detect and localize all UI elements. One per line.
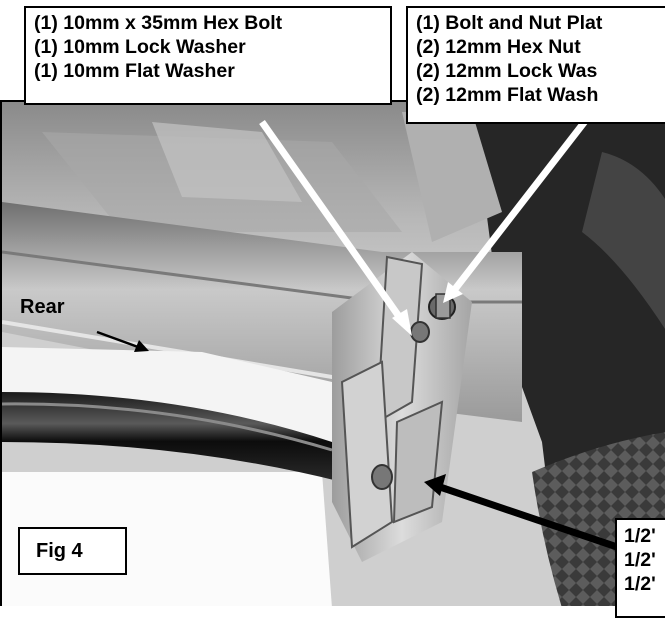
callout-line: (1) 10mm x 35mm Hex Bolt <box>34 12 283 34</box>
black-arrow <box>438 483 622 552</box>
white-arrow-right-head <box>443 282 463 303</box>
callout-line: (1) Bolt and Nut Plat <box>416 12 603 34</box>
callout-line: 1/2' <box>624 525 656 547</box>
callout-nut-plate-hardware: (1) Bolt and Nut Plat (2) 12mm Hex Nut (… <box>406 6 665 124</box>
callout-bolt-hardware: (1) 10mm x 35mm Hex Bolt (1) 10mm Lock W… <box>24 6 392 105</box>
callout-line: 1/2' <box>624 573 656 595</box>
figure-label: Fig 4 <box>18 527 127 575</box>
callout-line: (1) 10mm Lock Washer <box>34 36 246 58</box>
rear-direction-arrow-head <box>134 340 149 352</box>
callout-line: 1/2' <box>624 549 656 571</box>
callout-line: (2) 12mm Lock Was <box>416 60 598 82</box>
rear-direction-arrow <box>96 330 139 349</box>
black-arrow-head <box>424 474 446 496</box>
callout-line: (2) 12mm Hex Nut <box>416 36 581 58</box>
white-arrow-left-head <box>392 309 412 336</box>
callout-half-inch-hardware: 1/2' 1/2' 1/2' <box>615 518 665 618</box>
rear-label: Rear <box>20 296 65 318</box>
exhaust-pipe <box>2 392 342 482</box>
white-arrow-right <box>449 117 589 296</box>
callout-line: (2) 12mm Flat Wash <box>416 84 599 106</box>
white-arrow-left <box>259 119 408 328</box>
callout-line: (1) 10mm Flat Washer <box>34 60 235 82</box>
